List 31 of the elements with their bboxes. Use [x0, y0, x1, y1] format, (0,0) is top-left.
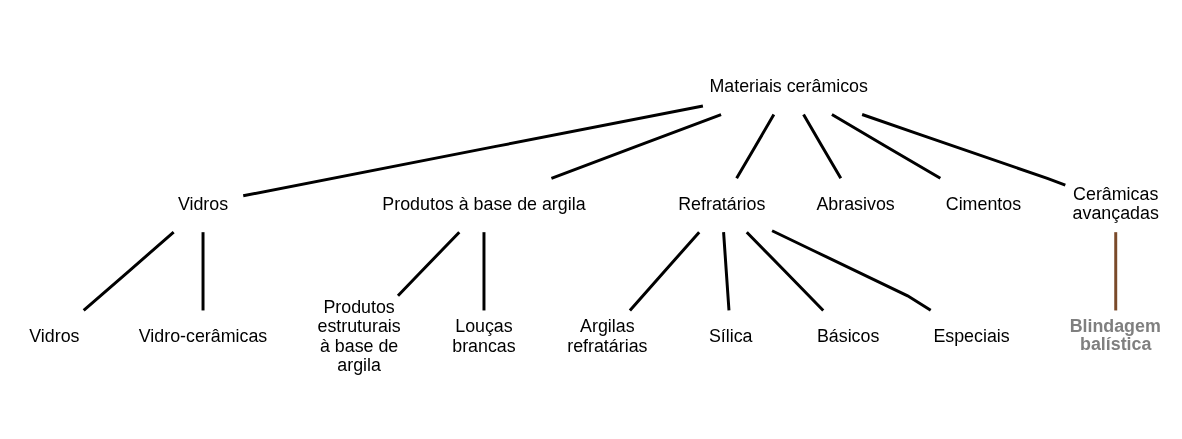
- node-text: Refratários: [678, 193, 766, 214]
- connector: [745, 230, 825, 311]
- node-text: Cerâmicas avançadas: [1072, 183, 1159, 223]
- node-text: Vidro-cerâmicas: [138, 325, 268, 346]
- node-text: Básicos: [816, 325, 880, 346]
- node-text: Vidros: [177, 193, 229, 214]
- connector: [82, 230, 175, 312]
- node-text: Argilas refratárias: [567, 315, 648, 356]
- connector: [722, 231, 731, 311]
- node-text: Especiais: [933, 325, 1010, 346]
- connector: [628, 230, 701, 311]
- connector: [482, 231, 486, 310]
- connector: [735, 113, 776, 179]
- node-text: Materiais cerâmicos: [709, 75, 868, 96]
- node-text: Blindagem balística: [1069, 315, 1161, 354]
- node-text: Abrasivos: [816, 193, 895, 214]
- node-text: Vidros: [29, 325, 80, 346]
- connector: [771, 228, 932, 312]
- node-text: Sílica: [708, 325, 753, 346]
- node-text: Produtos à base de argila: [382, 193, 586, 214]
- connector: [802, 113, 843, 179]
- connector: [861, 112, 1066, 186]
- node-text: Louças brancas: [452, 315, 516, 356]
- connector: [1114, 231, 1118, 310]
- connector: [396, 230, 461, 297]
- node-text: Produtos estruturais à base de argila: [317, 296, 401, 375]
- connector: [201, 231, 205, 310]
- connector: [550, 112, 722, 180]
- connector: [242, 104, 704, 197]
- connector: [831, 112, 942, 180]
- node-text: Cimentos: [945, 193, 1022, 214]
